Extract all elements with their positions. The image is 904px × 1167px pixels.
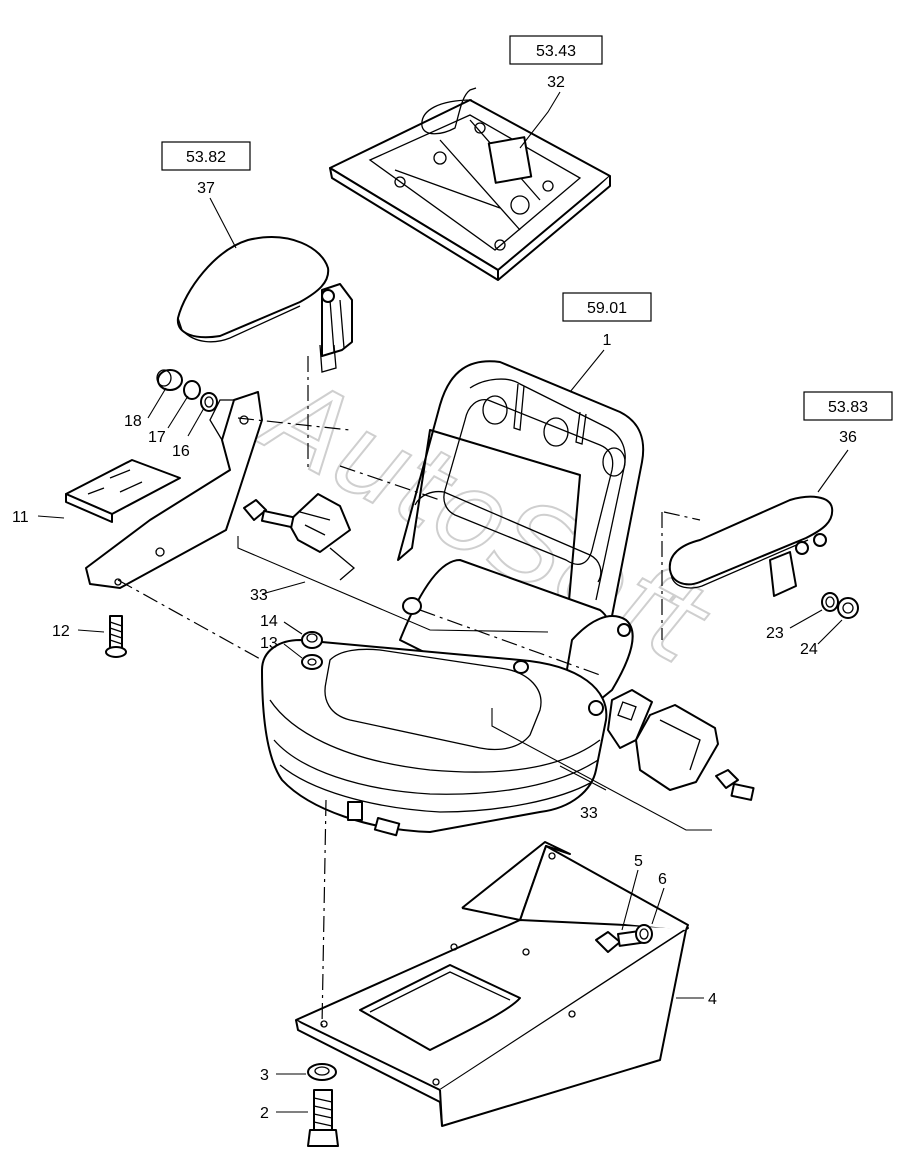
part-2-hex-bolt	[307, 1089, 339, 1147]
callout-18: 18	[124, 413, 142, 430]
ref-box-59-01[interactable]: 59.01	[562, 292, 652, 322]
callout-14: 14	[260, 613, 278, 630]
callout-4: 4	[708, 991, 717, 1008]
callout-33-right: 33	[580, 805, 598, 822]
ref-code-53-82: 53.82	[186, 149, 226, 166]
seat-cushion	[261, 639, 608, 837]
leader-lines	[37, 91, 849, 1113]
callout-32: 32	[547, 74, 565, 91]
callout-6: 6	[658, 871, 667, 888]
part-32-base-plate	[329, 87, 611, 281]
callout-12: 12	[52, 623, 70, 640]
parts-23-24-washer-nut	[821, 592, 859, 619]
part-12-bolt	[105, 615, 127, 658]
callout-13: 13	[260, 635, 278, 652]
parts-18-17-16-fasteners	[156, 369, 218, 412]
ref-box-53-82[interactable]: 53.82	[161, 141, 251, 171]
part-11-armrest-bracket	[65, 391, 263, 589]
ref-code-53-43: 53.43	[536, 43, 576, 60]
ref-code-59-01: 59.01	[587, 300, 627, 317]
callout-16: 16	[172, 443, 190, 460]
callout-2: 2	[260, 1105, 269, 1122]
callout-1: 1	[603, 332, 612, 349]
ref-code-53-83: 53.83	[828, 399, 868, 416]
callout-17: 17	[148, 429, 166, 446]
part-37-left-armrest	[176, 236, 353, 373]
callout-3: 3	[260, 1067, 269, 1084]
ref-box-53-43[interactable]: 53.43	[509, 35, 603, 65]
callout-11: 11	[12, 509, 29, 526]
callout-37: 37	[197, 180, 215, 197]
parts-14-13-nut-washer	[301, 597, 529, 674]
callout-33-left: 33	[250, 587, 268, 604]
ref-box-53-83[interactable]: 53.83	[803, 391, 893, 421]
parts-5-6-bolt-washer	[595, 924, 653, 953]
callout-36: 36	[839, 429, 857, 446]
assembly-centerlines	[117, 356, 701, 1027]
part-4-seat-base	[295, 841, 689, 1127]
callout-24: 24	[800, 641, 818, 658]
part-33-belt-buckle-left	[287, 493, 356, 581]
part-3-washer	[307, 1063, 337, 1081]
part-36-right-armrest	[668, 495, 834, 597]
part-33-belt-buckle-right	[588, 689, 755, 801]
bolt-left-frame	[243, 499, 295, 529]
callout-23: 23	[766, 625, 784, 642]
callout-5: 5	[634, 853, 643, 870]
